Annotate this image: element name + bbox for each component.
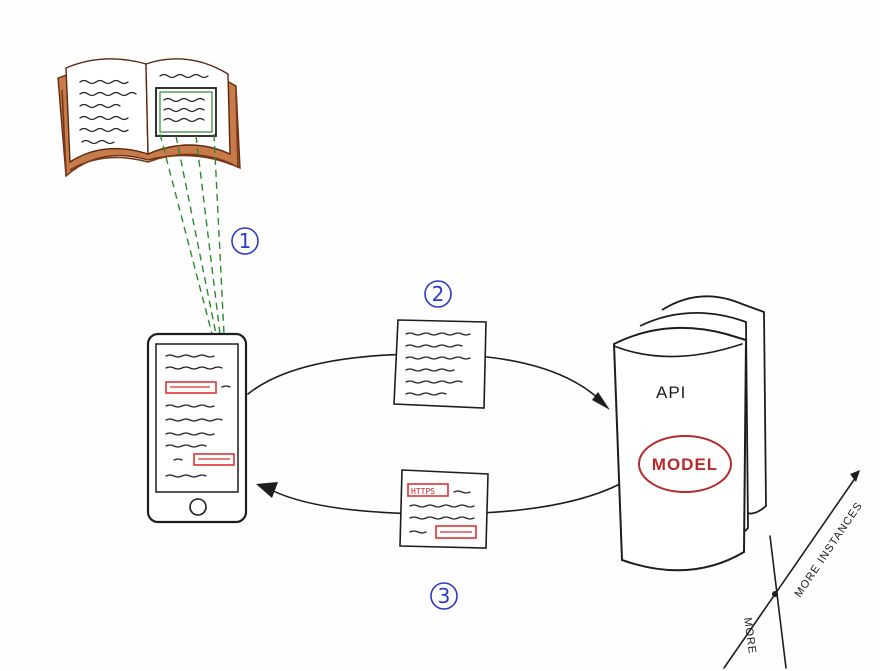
- response-document-icon: HTTPS: [399, 469, 489, 549]
- model-label: MODEL: [652, 455, 718, 474]
- more-label: MORE: [741, 617, 758, 655]
- phone-icon: [146, 332, 248, 524]
- scan-lines: [159, 133, 225, 335]
- request-document-icon: [393, 319, 487, 409]
- open-book-icon: [57, 58, 241, 178]
- step-1-marker: 1: [231, 227, 259, 255]
- step-2-marker: 2: [424, 280, 452, 308]
- step-3-number: 3: [438, 584, 451, 608]
- https-label: HTTPS: [411, 487, 435, 496]
- step-1-number: 1: [239, 229, 252, 253]
- server-stack-icon: API MODEL: [612, 295, 767, 572]
- step-3-marker: 3: [430, 582, 458, 610]
- api-label: API: [656, 383, 686, 402]
- step-2-number: 2: [432, 282, 445, 306]
